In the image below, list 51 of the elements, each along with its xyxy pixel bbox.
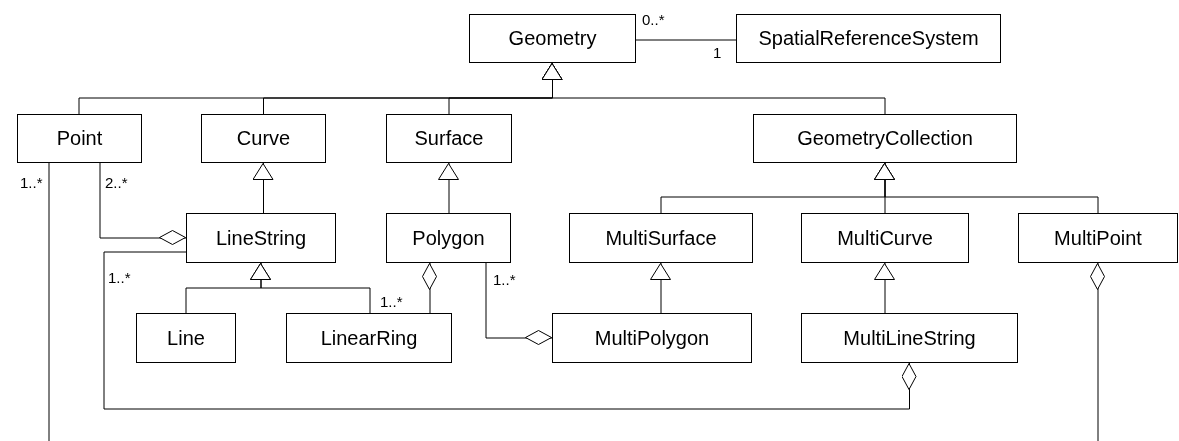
association-line (48, 162, 50, 441)
class-name: Surface (414, 127, 484, 150)
multiplicity-label: 1..* (380, 294, 403, 309)
class-box (17, 114, 142, 163)
association-line (635, 39, 737, 41)
generalization-arrow (874, 262, 895, 314)
aggregation-connector (103, 251, 917, 410)
class-name: Geometry (508, 27, 597, 50)
class-name: Line (167, 326, 205, 350)
class-name: LinearRing (320, 326, 418, 350)
generalization-arrow (874, 162, 1099, 214)
class-box (136, 313, 236, 363)
class-box (186, 213, 336, 263)
class-name: LineString (215, 226, 307, 250)
class-name: MultiPoint (1054, 226, 1142, 250)
aggregation-connector (99, 162, 187, 245)
generalization-arrow (438, 162, 459, 214)
class-box (386, 114, 512, 163)
multiplicity-label: 1..* (108, 270, 131, 285)
multiplicity-label: 1..* (20, 175, 43, 190)
class-name: MultiPolygon (594, 326, 710, 350)
class-box (753, 114, 1017, 163)
generalization-arrow (541, 62, 886, 115)
class-box (801, 313, 1018, 363)
multiplicity-label: 0..* (642, 12, 665, 27)
generalization-arrow (250, 262, 371, 314)
class-box (386, 213, 511, 263)
class-name: Point (56, 127, 103, 150)
aggregation-connector (422, 262, 437, 314)
class-box (286, 313, 452, 363)
class-box (736, 14, 1001, 63)
multiplicity-label: 1..* (493, 272, 516, 287)
class-name: GeometryCollection (797, 127, 973, 150)
class-name: SpatialReferenceSystem (758, 27, 979, 50)
generalization-arrow (252, 162, 274, 214)
class-box (801, 213, 969, 263)
class-box (552, 313, 752, 363)
class-box (469, 14, 636, 63)
generalization-arrow (650, 262, 671, 314)
class-box (569, 213, 753, 263)
class-box (201, 114, 326, 163)
class-name: Curve (236, 127, 291, 150)
class-name: MultiLineString (843, 326, 976, 350)
class-name: Polygon (412, 226, 485, 250)
class-box (1018, 213, 1178, 263)
multiplicity-label: 2..* (105, 175, 128, 190)
class-name: MultiCurve (837, 226, 933, 250)
class-name: MultiSurface (605, 226, 717, 250)
aggregation-connector (485, 262, 553, 345)
multiplicity-label: 1 (713, 45, 722, 60)
aggregation-connector (1090, 262, 1105, 441)
